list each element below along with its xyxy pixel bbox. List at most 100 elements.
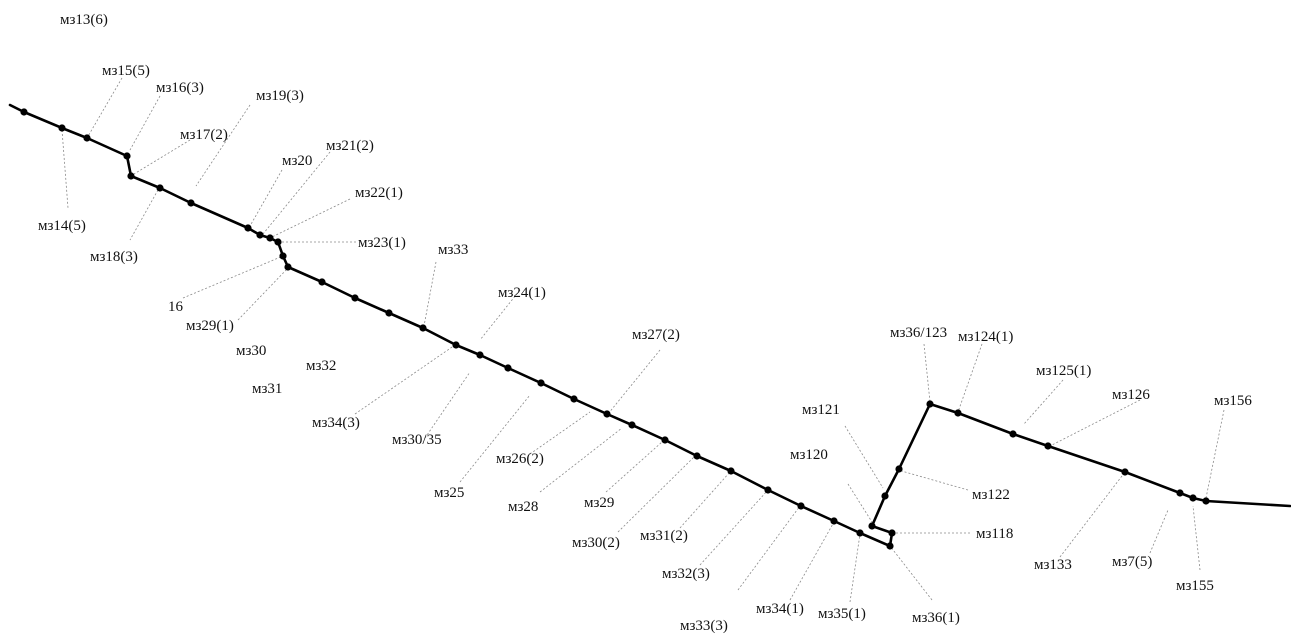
leader-line bbox=[479, 289, 521, 341]
leader-line bbox=[459, 394, 531, 483]
leader-line bbox=[237, 267, 289, 321]
route-node bbox=[888, 529, 896, 537]
label-mz29: мз29 bbox=[584, 495, 614, 511]
leader-line bbox=[1149, 509, 1169, 554]
leader-line bbox=[699, 489, 769, 566]
label-mz31-2: мз31(2) bbox=[640, 528, 688, 544]
route-node bbox=[452, 341, 460, 349]
route-node bbox=[385, 309, 393, 317]
leader-line bbox=[897, 469, 969, 491]
label-mz34-1: мз34(1) bbox=[756, 601, 804, 617]
route-node bbox=[284, 263, 292, 271]
label-mz125: мз125(1) bbox=[1036, 363, 1091, 379]
leader-line bbox=[262, 151, 331, 235]
leader-line bbox=[195, 104, 251, 187]
route-node bbox=[693, 452, 701, 460]
leader-line bbox=[1205, 409, 1225, 499]
route-node bbox=[266, 234, 274, 242]
leader-line bbox=[923, 343, 931, 403]
route-nodes bbox=[20, 108, 1210, 550]
label-mz121: мз121 bbox=[802, 402, 840, 418]
route-node bbox=[1189, 494, 1197, 502]
label-mz35: мз35(1) bbox=[818, 606, 866, 622]
route-node bbox=[318, 278, 326, 286]
route-node bbox=[881, 492, 889, 500]
route-node bbox=[83, 134, 91, 142]
label-mz27: мз27(2) bbox=[632, 327, 680, 343]
main-route-line bbox=[8, 103, 892, 548]
label-mz24: мз24(1) bbox=[498, 285, 546, 301]
label-mz33-3: мз33(3) bbox=[680, 618, 728, 634]
label-mz118: мз118 bbox=[976, 526, 1013, 542]
leader-line bbox=[737, 505, 801, 591]
route-node bbox=[537, 379, 545, 387]
route-node bbox=[1121, 468, 1129, 476]
route-node bbox=[279, 252, 287, 260]
route-node bbox=[351, 294, 359, 302]
route-node bbox=[764, 486, 772, 494]
route-node bbox=[856, 529, 864, 537]
leader-line bbox=[617, 455, 696, 533]
leader-line bbox=[249, 169, 283, 227]
label-mz33: мз33 bbox=[438, 242, 468, 258]
route-node bbox=[1176, 489, 1184, 497]
label-mz18: мз18(3) bbox=[90, 249, 138, 265]
label-mz122: мз122 bbox=[972, 487, 1010, 503]
route-node bbox=[886, 542, 894, 550]
label-mz21: мз21(2) bbox=[326, 138, 374, 154]
leader-line bbox=[529, 411, 591, 455]
route-node bbox=[570, 395, 578, 403]
route-node bbox=[504, 364, 512, 372]
route-node bbox=[628, 421, 636, 429]
label-mz36-123: мз36/123 bbox=[890, 325, 947, 341]
label-mz19: мз19(3) bbox=[256, 88, 304, 104]
route-node bbox=[274, 238, 282, 246]
route-node bbox=[156, 184, 164, 192]
route-node bbox=[1202, 497, 1210, 505]
route-node bbox=[797, 502, 805, 510]
label-mz26: мз26(2) bbox=[496, 451, 544, 467]
label-mz124: мз124(1) bbox=[958, 329, 1013, 345]
label-16: 16 bbox=[168, 299, 184, 315]
route-node bbox=[603, 410, 611, 418]
label-mz28: мз28 bbox=[508, 499, 538, 515]
label-mz29-1: мз29(1) bbox=[186, 318, 234, 334]
leader-line bbox=[957, 343, 983, 413]
label-mz20: мз20 bbox=[282, 153, 312, 169]
route-node bbox=[123, 152, 131, 160]
label-mz156: мз156 bbox=[1214, 393, 1252, 409]
label-mz30-35: мз30/35 bbox=[392, 432, 442, 448]
label-mz30-2: мз30(2) bbox=[572, 535, 620, 551]
leader-line bbox=[86, 77, 123, 139]
route-node bbox=[1009, 430, 1017, 438]
leader-line bbox=[1059, 471, 1126, 558]
leader-line bbox=[605, 441, 663, 493]
label-mz120: мз120 bbox=[790, 447, 828, 463]
leader-line bbox=[129, 189, 159, 241]
label-mz14: мз14(5) bbox=[38, 218, 86, 234]
route-node bbox=[476, 351, 484, 359]
leader-line bbox=[1192, 505, 1201, 571]
leader-line bbox=[539, 427, 623, 493]
route-node bbox=[127, 172, 135, 180]
label-mz25: мз25 bbox=[434, 485, 464, 501]
route-node bbox=[868, 522, 876, 530]
branch-route-line bbox=[870, 402, 1291, 548]
route-node bbox=[727, 467, 735, 475]
label-mz13: мз13(6) bbox=[60, 12, 108, 28]
node-labels: мз13(6) мз15(5) мз16(3) мз19(3) мз17(2) … bbox=[38, 12, 1252, 634]
label-mz7: мз7(5) bbox=[1112, 554, 1152, 570]
leader-line bbox=[889, 545, 933, 601]
leader-line bbox=[271, 198, 351, 238]
route-node bbox=[256, 231, 264, 239]
label-mz31: мз31 bbox=[252, 381, 282, 397]
route-node bbox=[419, 324, 427, 332]
leader-line bbox=[354, 344, 456, 415]
leader-line bbox=[679, 471, 731, 529]
label-mz32: мз32 bbox=[306, 358, 336, 374]
leader-line bbox=[133, 139, 191, 175]
label-mz34-3: мз34(3) bbox=[312, 415, 360, 431]
route-node bbox=[1044, 442, 1052, 450]
label-mz15: мз15(5) bbox=[102, 63, 150, 79]
